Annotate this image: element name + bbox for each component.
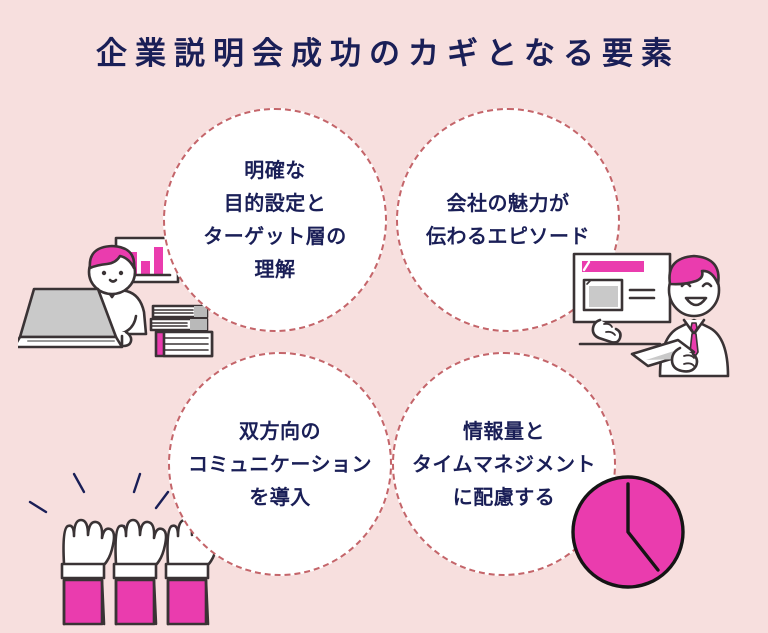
key-factor-circle-1-label: 明確な 目的設定と ターゲット層の 理解: [203, 158, 347, 281]
page-title: 企業説明会成功のカギとなる要素: [95, 36, 681, 72]
raised-hands-icon: [28, 472, 220, 626]
person-at-laptop-illustration: [12, 228, 218, 363]
clock-icon: [571, 475, 685, 589]
key-factor-circle-2-label: 会社の魅力が 伝わるエピソード: [426, 191, 590, 248]
raised-hands-illustration: [28, 470, 238, 633]
key-factor-circle-4-label: 情報量と タイムマネジメント に配慮する: [411, 418, 597, 509]
key-factor-circle-3[interactable]: 双方向の コミュニケーション を導入: [168, 352, 392, 576]
presenter-illustration: [560, 228, 768, 380]
key-factor-circle-1[interactable]: 明確な 目的設定と ターゲット層の 理解: [163, 108, 387, 332]
key-factor-circle-3-label: 双方向の コミュニケーション を導入: [187, 418, 373, 509]
clock-illustration: [560, 462, 700, 602]
laptop-person-icon: [12, 236, 214, 358]
presenter-icon: [572, 252, 730, 378]
